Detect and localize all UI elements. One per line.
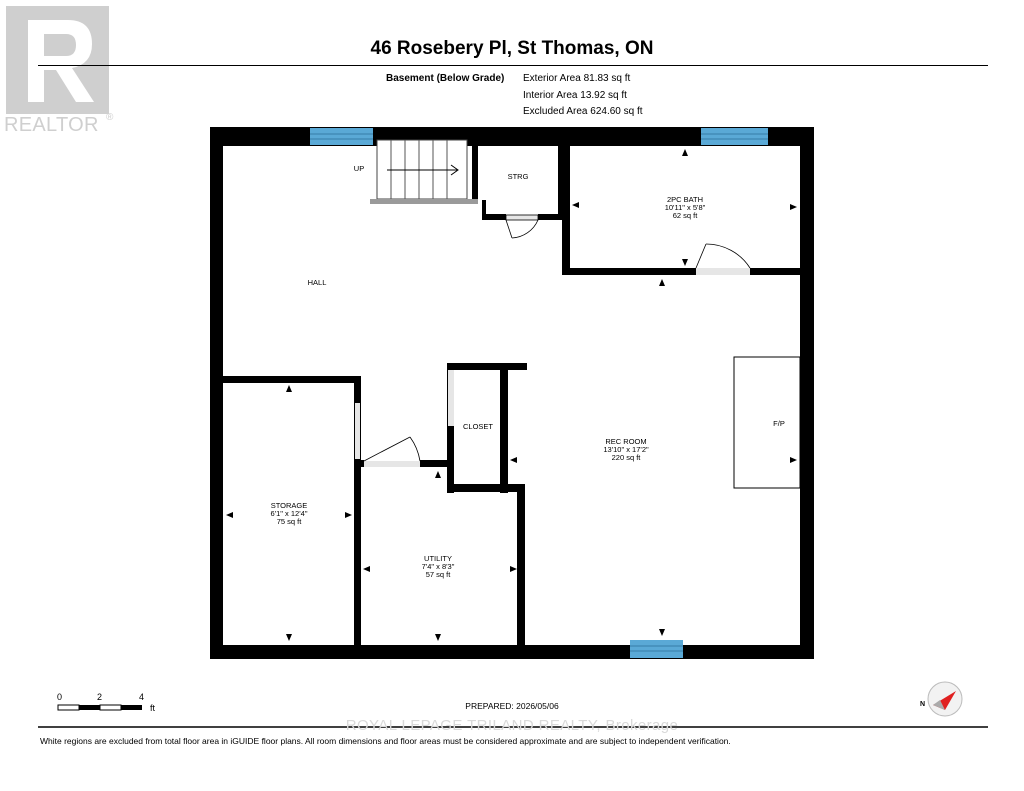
brokerage-watermark: ROYAL LEPAGE TRILAND REALTY, Brokerage bbox=[345, 717, 679, 734]
realtor-logo bbox=[6, 6, 109, 114]
interior-walls bbox=[210, 139, 804, 646]
closet-label: CLOSET bbox=[462, 422, 493, 431]
prepared-date: PREPARED: 2026/05/06 bbox=[465, 701, 559, 711]
header-rule bbox=[38, 65, 988, 66]
strg-label: STRG bbox=[507, 172, 529, 181]
fireplace bbox=[733, 356, 801, 489]
excluded-area: Excluded Area 624.60 sq ft bbox=[523, 106, 643, 117]
hall-label: HALL bbox=[307, 278, 327, 287]
doors bbox=[355, 214, 751, 467]
scale-tick-0: 0 bbox=[57, 692, 63, 702]
property-address-title: 46 Rosebery Pl, St Thomas, ON bbox=[370, 38, 654, 59]
realtor-wordmark: REALTOR bbox=[4, 114, 99, 136]
floor-label: Basement (Below Grade) bbox=[386, 73, 505, 84]
disclaimer-text: White regions are excluded from total fl… bbox=[40, 736, 731, 746]
compass-icon bbox=[927, 681, 963, 717]
stairs-up-label: UP bbox=[353, 164, 365, 173]
registered-mark: ® bbox=[106, 112, 114, 123]
fireplace-label: F/P bbox=[773, 419, 785, 428]
scale-unit: ft bbox=[150, 703, 156, 713]
interior-area: Interior Area 13.92 sq ft bbox=[523, 90, 627, 101]
windows bbox=[310, 128, 768, 658]
dimension-arrows bbox=[226, 149, 797, 641]
compass-north-label: N bbox=[920, 701, 926, 708]
staircase bbox=[370, 139, 478, 204]
exterior-area: Exterior Area 81.83 sq ft bbox=[523, 73, 631, 84]
scale-tick-4: 4 bbox=[139, 692, 145, 702]
scale-tick-2: 2 bbox=[97, 692, 103, 702]
r-logo-icon bbox=[6, 6, 109, 114]
scale-bar bbox=[57, 704, 142, 711]
